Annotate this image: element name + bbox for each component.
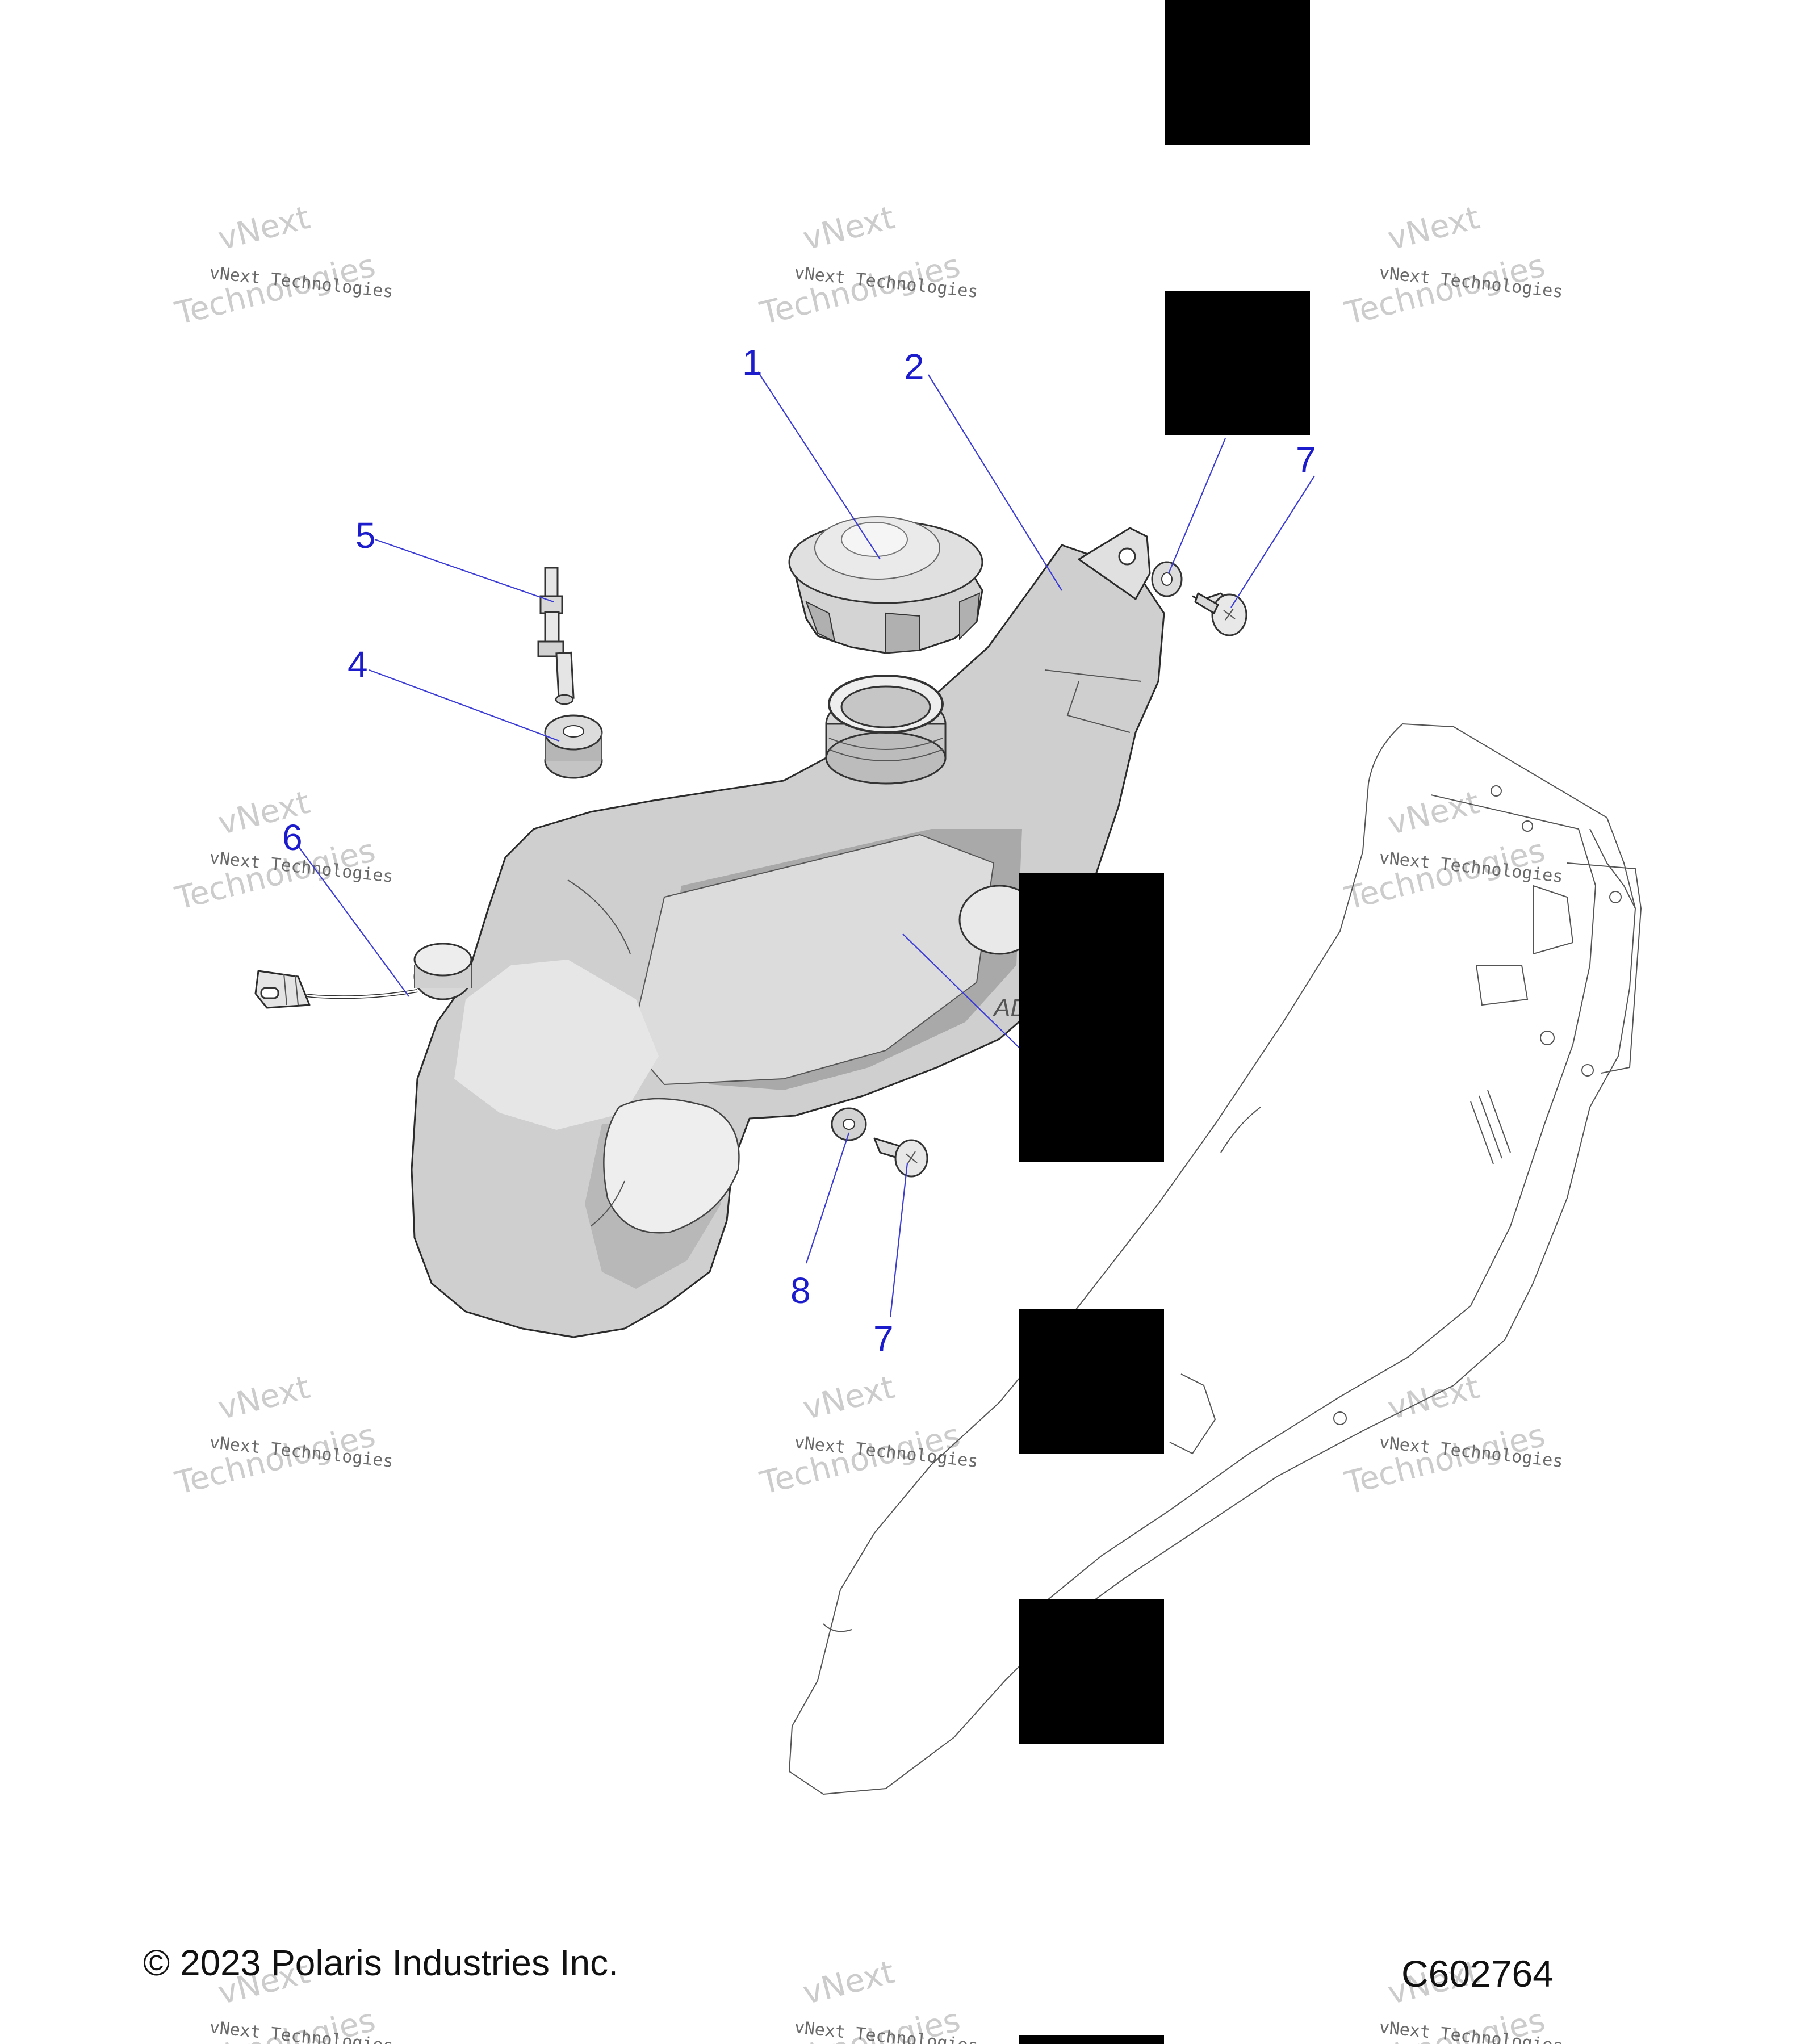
level-sender	[254, 943, 472, 1009]
fuel-tank: AD	[411, 527, 1165, 1338]
callout-6: 6	[282, 817, 303, 858]
redaction-block	[1019, 873, 1164, 1162]
screw-top	[1192, 592, 1247, 636]
watermark-large-top: vNext	[1384, 199, 1483, 258]
watermark-large-top: vNext	[799, 199, 898, 258]
redaction-block	[1019, 2035, 1164, 2044]
filler-neck	[825, 675, 947, 785]
fuel-cap	[788, 516, 983, 654]
watermark-large-top: vNext	[215, 1369, 313, 1427]
callout-labels: 1 2 7 5 4 6 8 7	[282, 342, 1316, 1359]
redaction-block	[1165, 0, 1310, 145]
copyright-notice: © 2023 Polaris Industries Inc.	[143, 1942, 618, 1983]
callout-7-bottom: 7	[873, 1318, 894, 1359]
callout-1: 1	[742, 342, 763, 383]
body-panel-outline	[788, 723, 1642, 1795]
figure-id: C602764	[1401, 1953, 1554, 1995]
callout-2: 2	[904, 346, 924, 387]
callout-7-top: 7	[1296, 439, 1316, 480]
redaction-block	[1165, 291, 1310, 435]
watermark-large-top: vNext	[799, 1369, 898, 1427]
washer-bottom	[831, 1107, 867, 1141]
leader-lines	[298, 371, 1315, 1318]
washer-top	[1151, 561, 1183, 597]
watermark-large-top: vNext	[1384, 1369, 1483, 1427]
redaction-block	[1019, 1599, 1164, 1744]
grommet	[544, 714, 603, 779]
watermark-large-top: vNext	[1384, 784, 1483, 843]
redaction-blocks	[1019, 0, 1310, 2044]
watermark-large-top: vNext	[215, 199, 313, 258]
watermark-large-top: vNext	[799, 1954, 898, 2012]
callout-5: 5	[355, 515, 376, 556]
callout-4: 4	[348, 644, 368, 685]
redaction-block	[1019, 1309, 1164, 1454]
vent-fitting	[537, 567, 575, 705]
screw-bottom	[873, 1137, 928, 1178]
callout-8: 8	[790, 1270, 811, 1311]
